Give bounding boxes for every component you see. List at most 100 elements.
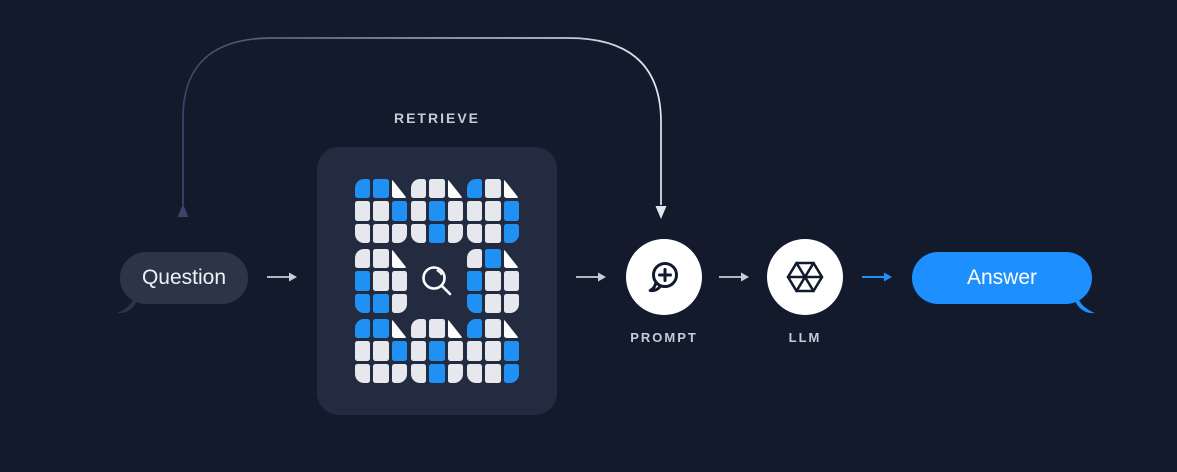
- document-cell: [485, 201, 501, 221]
- document-cell: [373, 341, 389, 361]
- document-icon: [467, 319, 519, 383]
- prompt-node: [626, 239, 702, 315]
- document-cell: [355, 341, 371, 361]
- llm-label: LLM: [788, 330, 822, 345]
- document-cell: [391, 201, 407, 221]
- document-cell: [411, 223, 427, 243]
- document-cell: [373, 363, 389, 383]
- document-cell: [467, 341, 483, 361]
- document-cell: [391, 293, 407, 313]
- document-cell: [373, 223, 389, 243]
- arrow-question-to-retrieve-icon: [267, 272, 297, 282]
- document-cell: [355, 271, 371, 291]
- arrow-retrieve-to-prompt-icon: [576, 272, 606, 282]
- document-fold-corner: [391, 249, 407, 269]
- document-cell: [467, 319, 483, 339]
- question-bubble-tail: [117, 294, 137, 314]
- document-cell: [485, 319, 501, 339]
- document-fold-corner: [503, 249, 519, 269]
- document-cell: [447, 201, 463, 221]
- document-cell: [355, 201, 371, 221]
- document-cell: [355, 179, 371, 199]
- document-cell: [429, 341, 445, 361]
- document-cell: [429, 319, 445, 339]
- document-cell: [485, 271, 501, 291]
- document-fold-corner: [391, 179, 407, 199]
- document-cell: [373, 319, 389, 339]
- document-cell: [485, 179, 501, 199]
- document-icon: [355, 319, 407, 383]
- document-cell: [411, 201, 427, 221]
- question-label: Question: [141, 266, 227, 289]
- document-cell: [391, 271, 407, 291]
- question-bubble: Question: [117, 252, 248, 314]
- document-cell: [485, 363, 501, 383]
- document-cell: [429, 363, 445, 383]
- document-cell: [485, 223, 501, 243]
- document-cell: [373, 249, 389, 269]
- document-cell: [411, 341, 427, 361]
- document-fold-corner: [503, 179, 519, 199]
- document-cell: [429, 201, 445, 221]
- curve-end-arrowhead-icon: [655, 206, 667, 219]
- document-cell: [467, 201, 483, 221]
- search-slot: [411, 249, 463, 313]
- document-cell: [485, 341, 501, 361]
- document-cell: [503, 293, 519, 313]
- document-cell: [391, 363, 407, 383]
- arrow-llm-to-answer-icon: [862, 272, 892, 282]
- document-cell: [447, 363, 463, 383]
- arrow-prompt-to-llm-icon: [719, 272, 749, 282]
- document-fold-corner: [503, 319, 519, 339]
- document-cell: [447, 341, 463, 361]
- document-cell: [467, 223, 483, 243]
- document-cell: [467, 179, 483, 199]
- document-cell: [467, 293, 483, 313]
- document-cell: [467, 249, 483, 269]
- document-cell: [355, 363, 371, 383]
- document-cell: [447, 223, 463, 243]
- document-icon: [355, 249, 407, 313]
- document-cell: [411, 179, 427, 199]
- document-cell: [355, 249, 371, 269]
- document-cell: [373, 271, 389, 291]
- document-icon: [355, 179, 407, 243]
- document-cell: [467, 271, 483, 291]
- document-cell: [391, 223, 407, 243]
- document-cell: [411, 319, 427, 339]
- prompt-label: PROMPT: [630, 330, 698, 345]
- document-cell: [503, 341, 519, 361]
- document-fold-corner: [391, 319, 407, 339]
- document-cell: [373, 201, 389, 221]
- hexagon-model-icon: [786, 261, 824, 293]
- document-cell: [503, 201, 519, 221]
- retrieve-label: RETRIEVE: [393, 110, 480, 126]
- document-cell: [411, 363, 427, 383]
- document-icon: [467, 249, 519, 313]
- document-cell: [503, 363, 519, 383]
- document-cell: [373, 179, 389, 199]
- document-cell: [391, 341, 407, 361]
- document-fold-corner: [447, 179, 463, 199]
- document-cell: [485, 249, 501, 269]
- document-cell: [429, 223, 445, 243]
- answer-bubble: Answer: [912, 252, 1095, 314]
- document-cell: [355, 319, 371, 339]
- document-cell: [503, 223, 519, 243]
- document-cell: [429, 179, 445, 199]
- document-cell: [503, 271, 519, 291]
- document-cell: [355, 223, 371, 243]
- answer-label: Answer: [966, 266, 1038, 289]
- document-icon: [411, 319, 463, 383]
- document-cell: [373, 293, 389, 313]
- document-fold-corner: [447, 319, 463, 339]
- document-icon: [411, 179, 463, 243]
- curve-start-arrowhead-icon: [177, 204, 189, 217]
- document-icon: [467, 179, 519, 243]
- documents-grid: [317, 147, 557, 415]
- magnifier-icon: [422, 266, 452, 296]
- llm-node: [767, 239, 843, 315]
- document-cell: [355, 293, 371, 313]
